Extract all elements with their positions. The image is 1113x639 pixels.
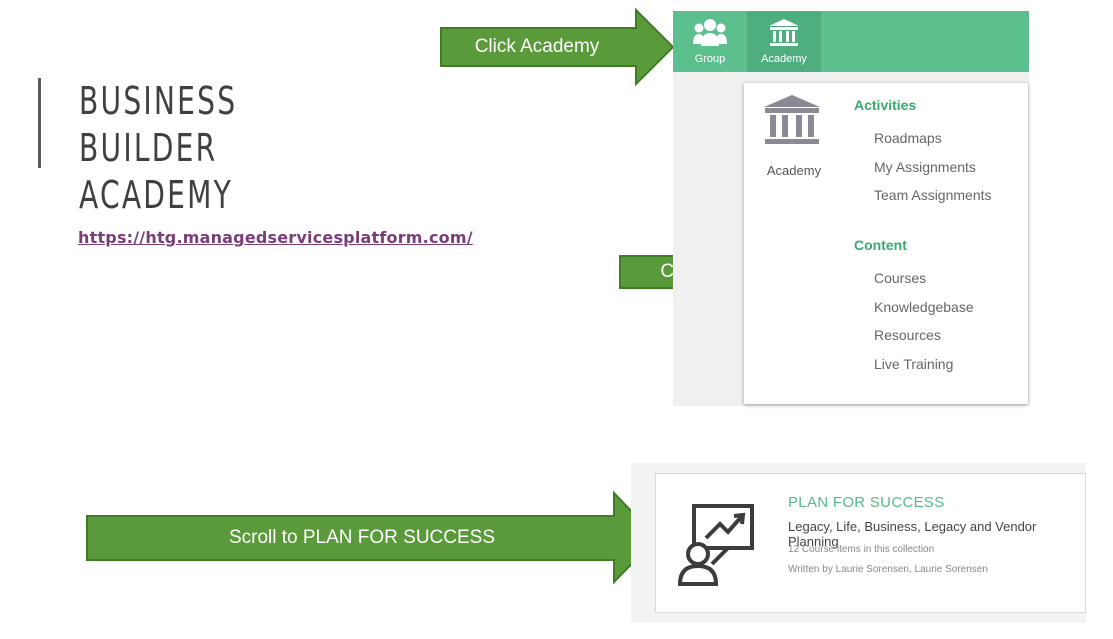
- academy-icon: [768, 17, 800, 49]
- presentation-chart-icon: [676, 504, 756, 591]
- course-card-screenshot: PLAN FOR SUCCESS Legacy, Life, Business,…: [631, 463, 1086, 623]
- content-heading: Content: [854, 237, 907, 253]
- course-title[interactable]: PLAN FOR SUCCESS: [788, 494, 945, 511]
- activities-heading: Activities: [854, 97, 917, 113]
- menu-link-resources[interactable]: Resources: [874, 327, 941, 343]
- menu-link-live-training[interactable]: Live Training: [874, 356, 954, 372]
- course-subtitle: Legacy, Life, Business, Legacy and Vendo…: [788, 519, 1037, 549]
- course-card-plan-for-success[interactable]: PLAN FOR SUCCESS Legacy, Life, Business,…: [655, 473, 1086, 613]
- course-item-count: 12 Course items in this collection: [788, 544, 935, 555]
- academy-building-icon: [762, 93, 822, 154]
- nav-group[interactable]: Group: [673, 11, 747, 72]
- nav-academy-label: Academy: [761, 53, 807, 65]
- menu-link-my-assignments[interactable]: My Assignments: [874, 159, 976, 175]
- academy-menu-screenshot: Group Academy: [673, 11, 1029, 406]
- slide-title: BUSINESS BUILDER ACADEMY: [79, 79, 238, 217]
- menu-link-courses[interactable]: Courses: [874, 270, 927, 286]
- top-navbar: Group Academy: [673, 11, 1029, 72]
- arrow-shape: [440, 7, 675, 87]
- group-icon: [693, 17, 727, 49]
- scroll-plan-arrow: Scroll to PLAN FOR SUCCESS: [86, 490, 660, 585]
- menu-link-team-assignments[interactable]: Team Assignments: [874, 187, 992, 203]
- platform-url-link[interactable]: https://htg.managedservicesplatform.com/: [78, 228, 473, 247]
- click-academy-arrow: Click Academy: [440, 7, 675, 87]
- menu-link-roadmaps[interactable]: Roadmaps: [874, 130, 942, 146]
- scroll-plan-label: Scroll to PLAN FOR SUCCESS: [228, 527, 496, 548]
- menu-link-knowledgebase[interactable]: Knowledgebase: [874, 299, 974, 315]
- dropdown-icon-label: Academy: [766, 163, 822, 178]
- nav-group-label: Group: [694, 53, 726, 65]
- click-academy-label: Click Academy: [474, 36, 600, 57]
- nav-academy[interactable]: Academy: [747, 11, 821, 72]
- title-accent-bar: [38, 78, 41, 168]
- academy-dropdown-menu: Academy Activities Roadmaps My Assignmen…: [744, 83, 1028, 404]
- course-author: Written by Laurie Sorensen, Laurie Soren…: [788, 564, 988, 575]
